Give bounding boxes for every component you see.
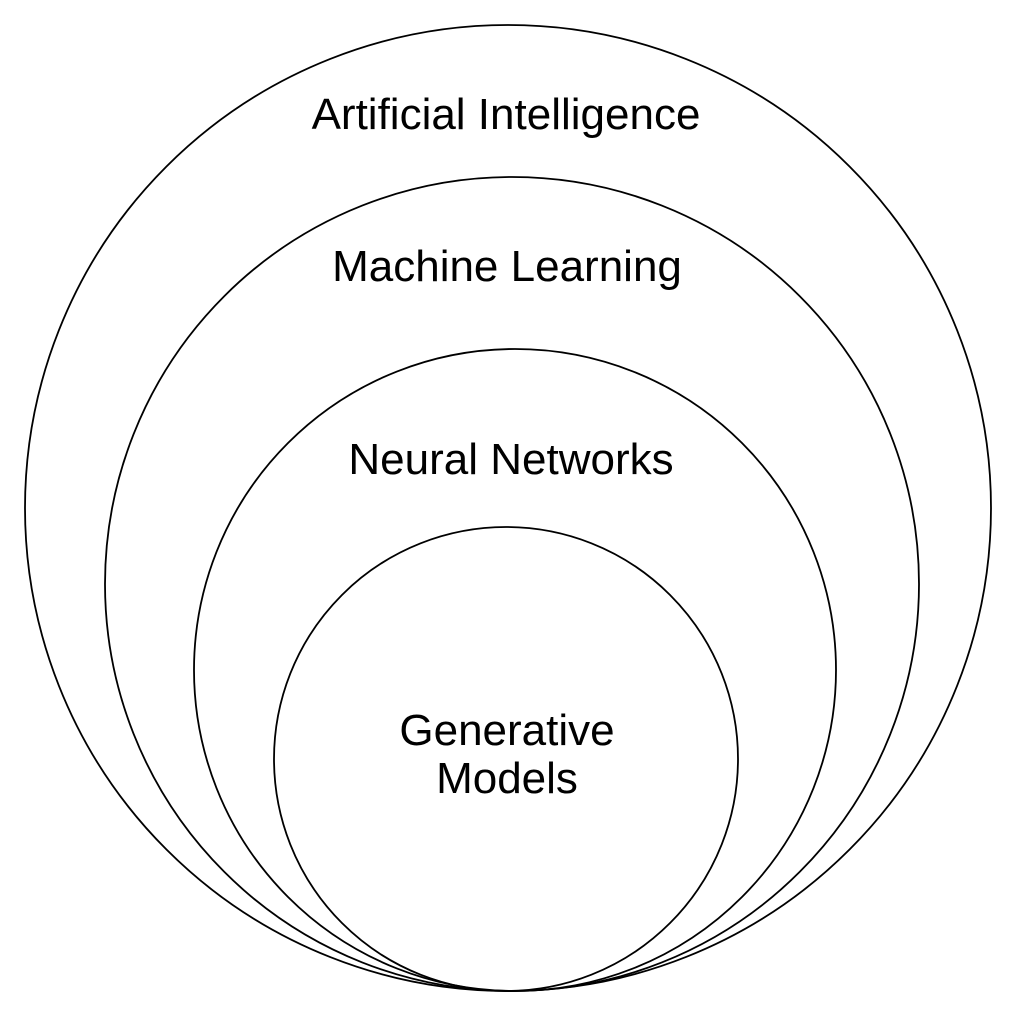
label-neural-networks: Neural Networks xyxy=(348,435,673,484)
label-generative-models-line1: Generative xyxy=(399,706,614,755)
circle-artificial-intelligence xyxy=(24,24,992,992)
label-machine-learning: Machine Learning xyxy=(332,242,682,291)
label-generative-models-line2: Models xyxy=(436,754,578,803)
circle-generative-models xyxy=(273,526,739,992)
label-generative-models: Generative Models xyxy=(399,706,614,803)
circle-machine-learning xyxy=(104,176,920,992)
label-artificial-intelligence: Artificial Intelligence xyxy=(312,90,701,139)
